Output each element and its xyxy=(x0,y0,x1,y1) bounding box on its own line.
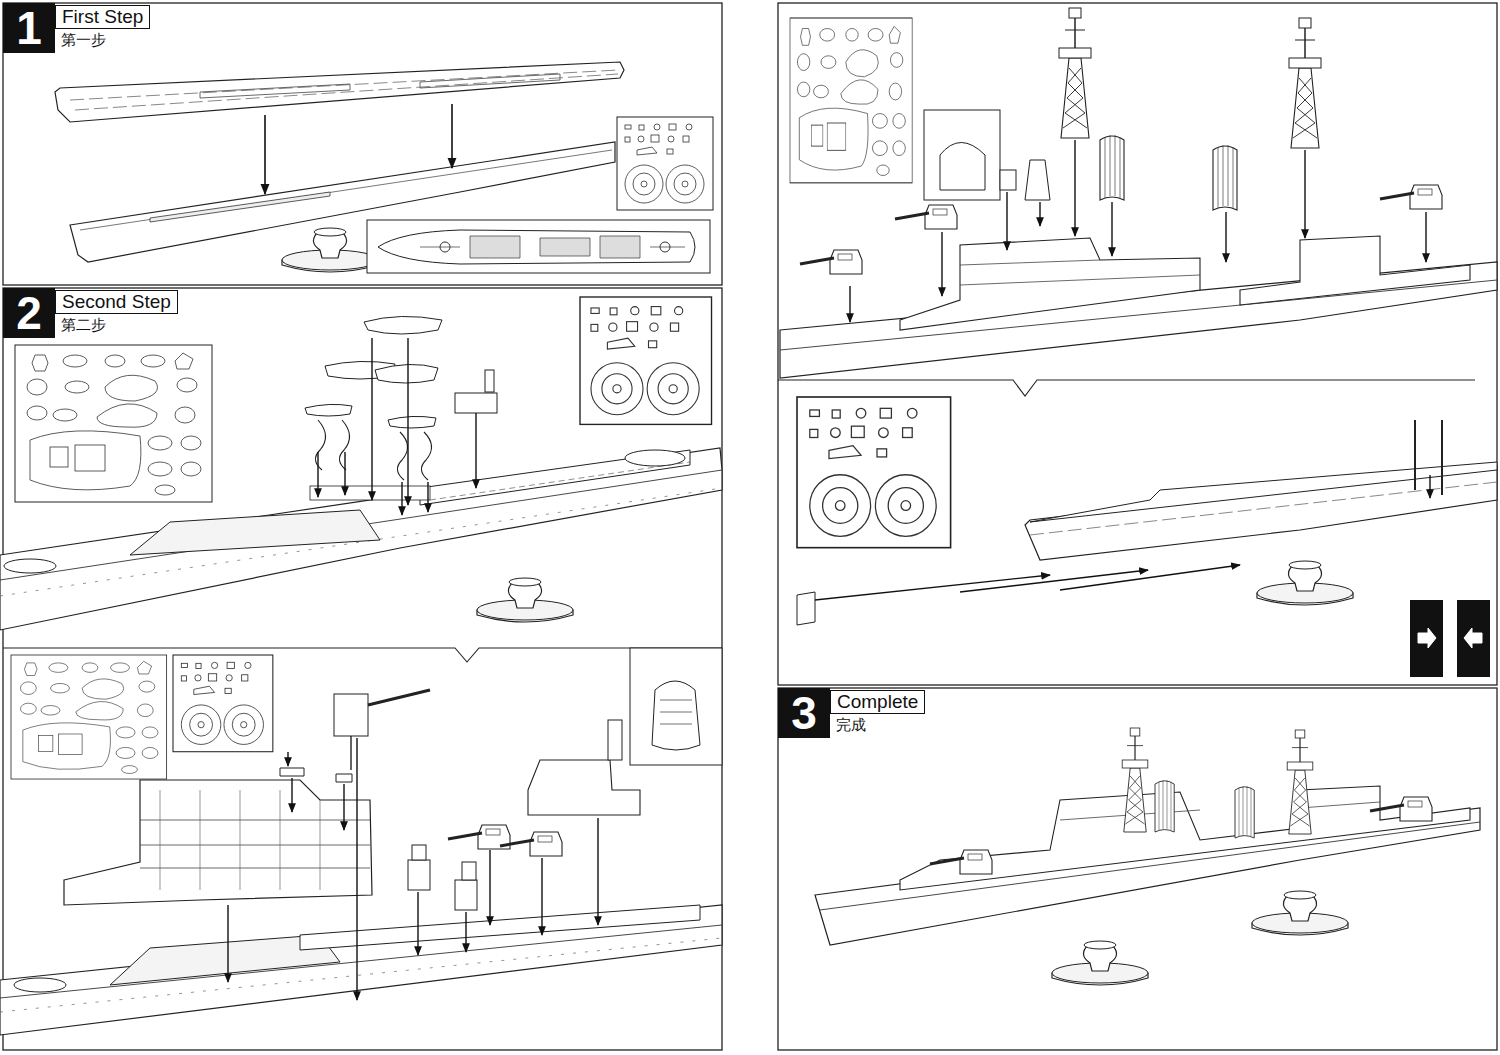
step-subtitle: 第二步 xyxy=(61,316,180,334)
step-title: Second Step xyxy=(55,290,178,314)
step-number-text: 3 xyxy=(778,688,830,738)
step-heading: Complete 完成 xyxy=(830,690,928,734)
step-heading: First Step 第一步 xyxy=(55,5,153,49)
step-subtitle: 第一步 xyxy=(61,31,153,49)
step-number: 1 xyxy=(3,3,55,53)
step-title: Complete xyxy=(830,690,925,714)
step-subtitle: 完成 xyxy=(836,716,928,734)
step-number-text: 2 xyxy=(3,288,55,338)
step-number-text: 1 xyxy=(3,3,55,53)
step-title: First Step xyxy=(55,5,150,29)
step-heading: Second Step 第二步 xyxy=(55,290,180,334)
step-number: 2 xyxy=(3,288,55,338)
step-number: 3 xyxy=(778,688,830,738)
